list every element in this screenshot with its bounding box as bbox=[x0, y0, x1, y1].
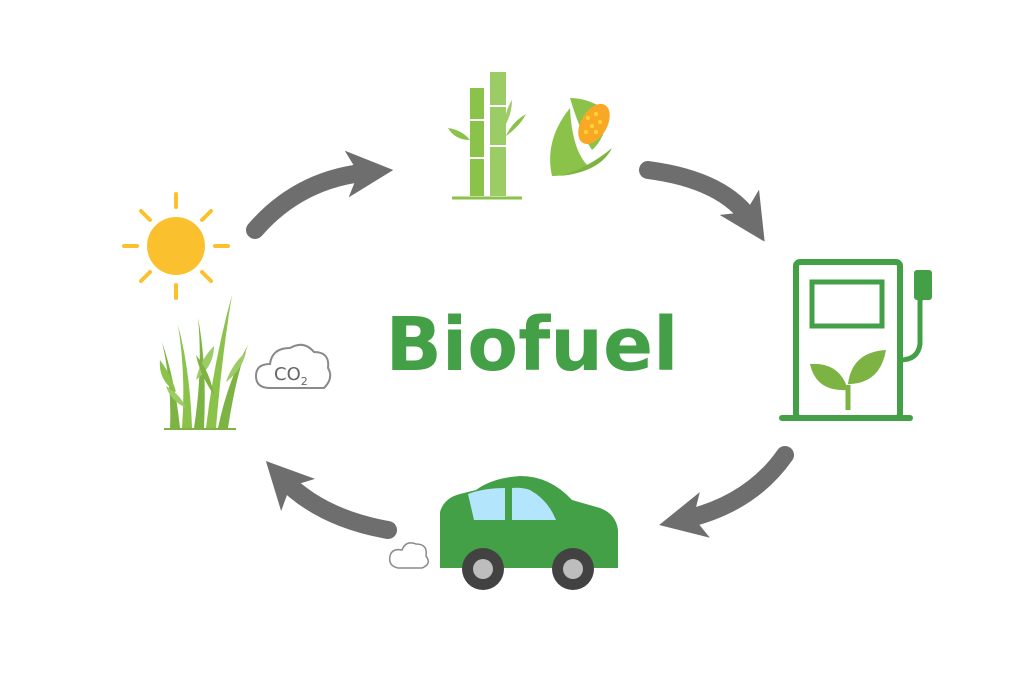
exhaust-cloud-icon bbox=[388, 542, 429, 569]
cycle-arrow-icon bbox=[659, 446, 794, 538]
car-icon bbox=[440, 476, 618, 590]
diagram-title: Biofuel bbox=[385, 302, 679, 388]
co2-cloud-icon: CO2 bbox=[254, 343, 332, 389]
bamboo-icon bbox=[448, 72, 526, 200]
leaf-icon bbox=[810, 350, 886, 410]
svg-text:CO2: CO2 bbox=[274, 364, 308, 388]
corn-icon bbox=[550, 98, 612, 176]
cycle-arrow-icon bbox=[639, 161, 765, 242]
cycle-arrow-icon bbox=[265, 461, 397, 539]
sun-icon bbox=[122, 192, 230, 300]
grass-icon bbox=[159, 295, 248, 430]
co2-label: CO bbox=[274, 364, 301, 385]
cycle-arrow-icon bbox=[246, 150, 394, 239]
co2-subscript: 2 bbox=[301, 375, 308, 388]
fuel-pump-icon bbox=[779, 259, 932, 421]
